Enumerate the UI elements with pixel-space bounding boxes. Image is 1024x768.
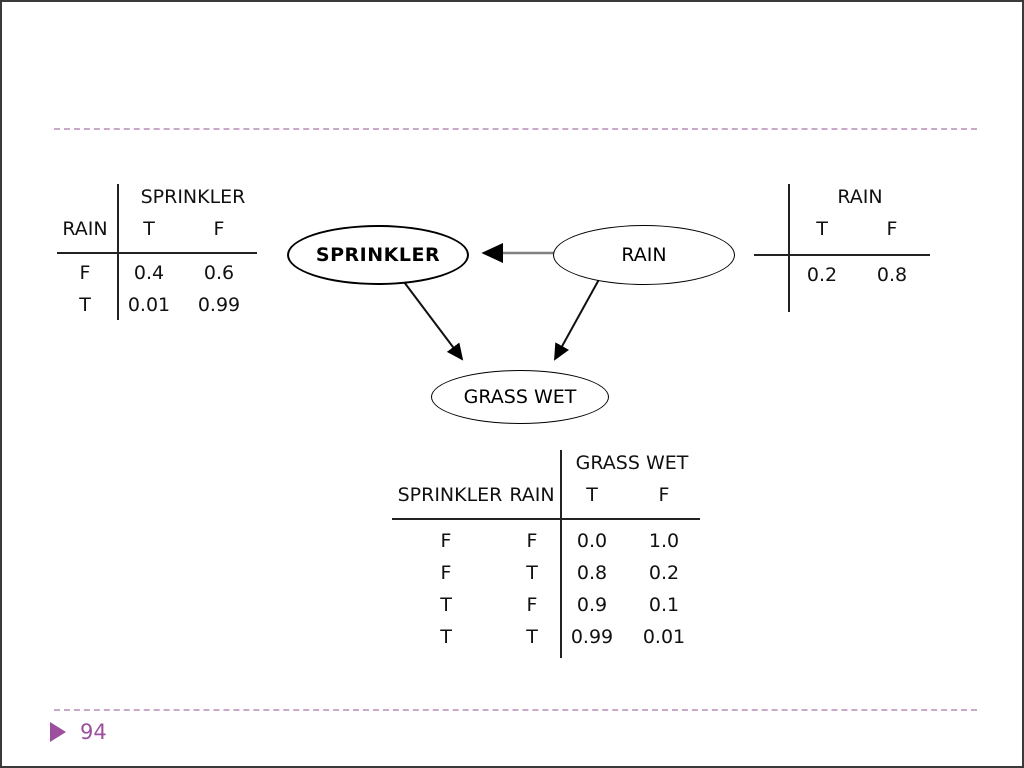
slide-footer: 94 [50,720,107,744]
sprinkler-cpt-row-parent: T [79,294,91,316]
rain-cpt-child-header: RAIN [837,186,883,208]
grass-wet-cpt-value: 0.01 [642,626,686,648]
top-divider-rule [54,128,977,130]
bottom-divider-rule [54,709,977,711]
sprinkler-cpt: SPRINKLER RAIN T F F 0.4 0.6 T 0.01 0.99 [57,184,267,324]
grass-wet-cpt-row-parent: T [526,562,538,584]
grass-wet-cpt-value: 1.0 [648,530,680,552]
grass-wet-cpt-col-header-t: T [586,484,598,506]
sprinkler-cpt-value: 0.01 [127,294,171,316]
node-sprinkler[interactable]: SPRINKLER [287,225,469,285]
node-rain[interactable]: RAIN [553,225,735,285]
sprinkler-cpt-col-header-f: F [213,218,225,240]
grass-wet-cpt-row-parent: F [526,594,538,616]
sprinkler-cpt-parent-header: RAIN [62,218,108,240]
triangle-right-icon [50,722,66,742]
cpt-horizontal-rule [57,252,257,254]
grass-wet-cpt-value: 0.99 [570,626,614,648]
rain-cpt-value: 0.2 [806,264,838,286]
node-grass-wet[interactable]: GRASS WET [431,370,609,424]
cpt-vertical-rule [788,184,790,312]
sprinkler-cpt-child-header: SPRINKLER [140,186,246,208]
node-grass-wet-label: GRASS WET [463,386,577,408]
grass-wet-cpt-parent-header-sprinkler: SPRINKLER [397,484,503,506]
sprinkler-cpt-value: 0.6 [203,262,235,284]
rain-cpt-col-header-f: F [886,218,898,240]
bayesian-network-diagram: SPRINKLER RAIN GRASS WET [272,207,735,437]
grass-wet-cpt-row-parent: F [526,530,538,552]
cpt-horizontal-rule [754,254,930,256]
grass-wet-cpt-value: 0.9 [576,594,608,616]
grass-wet-cpt-value: 0.0 [576,530,608,552]
grass-wet-cpt-row-parent: F [440,562,452,584]
grass-wet-cpt-row-parent: T [526,626,538,648]
rain-cpt-col-header-t: T [816,218,828,240]
rain-cpt-value: 0.8 [876,264,908,286]
edge-sprinkler-to-grass-wet [397,273,464,361]
grass-wet-cpt-row-parent: T [440,626,452,648]
sprinkler-cpt-value: 0.99 [197,294,241,316]
sprinkler-cpt-col-header-t: T [143,218,155,240]
grass-wet-cpt-row-parent: T [440,594,452,616]
cpt-horizontal-rule [392,518,700,520]
edge-rain-to-grass-wet [554,273,603,361]
node-sprinkler-label: SPRINKLER [315,244,441,266]
sprinkler-cpt-row-parent: F [79,262,91,284]
page-number: 94 [80,720,107,744]
grass-wet-cpt-row-parent: F [440,530,452,552]
grass-wet-cpt-child-header: GRASS WET [575,452,689,474]
grass-wet-cpt-parent-header-rain: RAIN [509,484,555,506]
grass-wet-cpt-value: 0.8 [576,562,608,584]
grass-wet-cpt: GRASS WET SPRINKLER RAIN T F F F 0.0 1.0… [392,450,712,665]
grass-wet-cpt-value: 0.2 [648,562,680,584]
network-edges-svg [397,242,603,361]
sprinkler-cpt-value: 0.4 [133,262,165,284]
node-rain-label: RAIN [621,244,667,266]
rain-cpt: RAIN T F 0.2 0.8 [754,184,962,319]
grass-wet-cpt-col-header-f: F [658,484,670,506]
grass-wet-cpt-value: 0.1 [648,594,680,616]
cpt-vertical-rule [560,450,562,658]
